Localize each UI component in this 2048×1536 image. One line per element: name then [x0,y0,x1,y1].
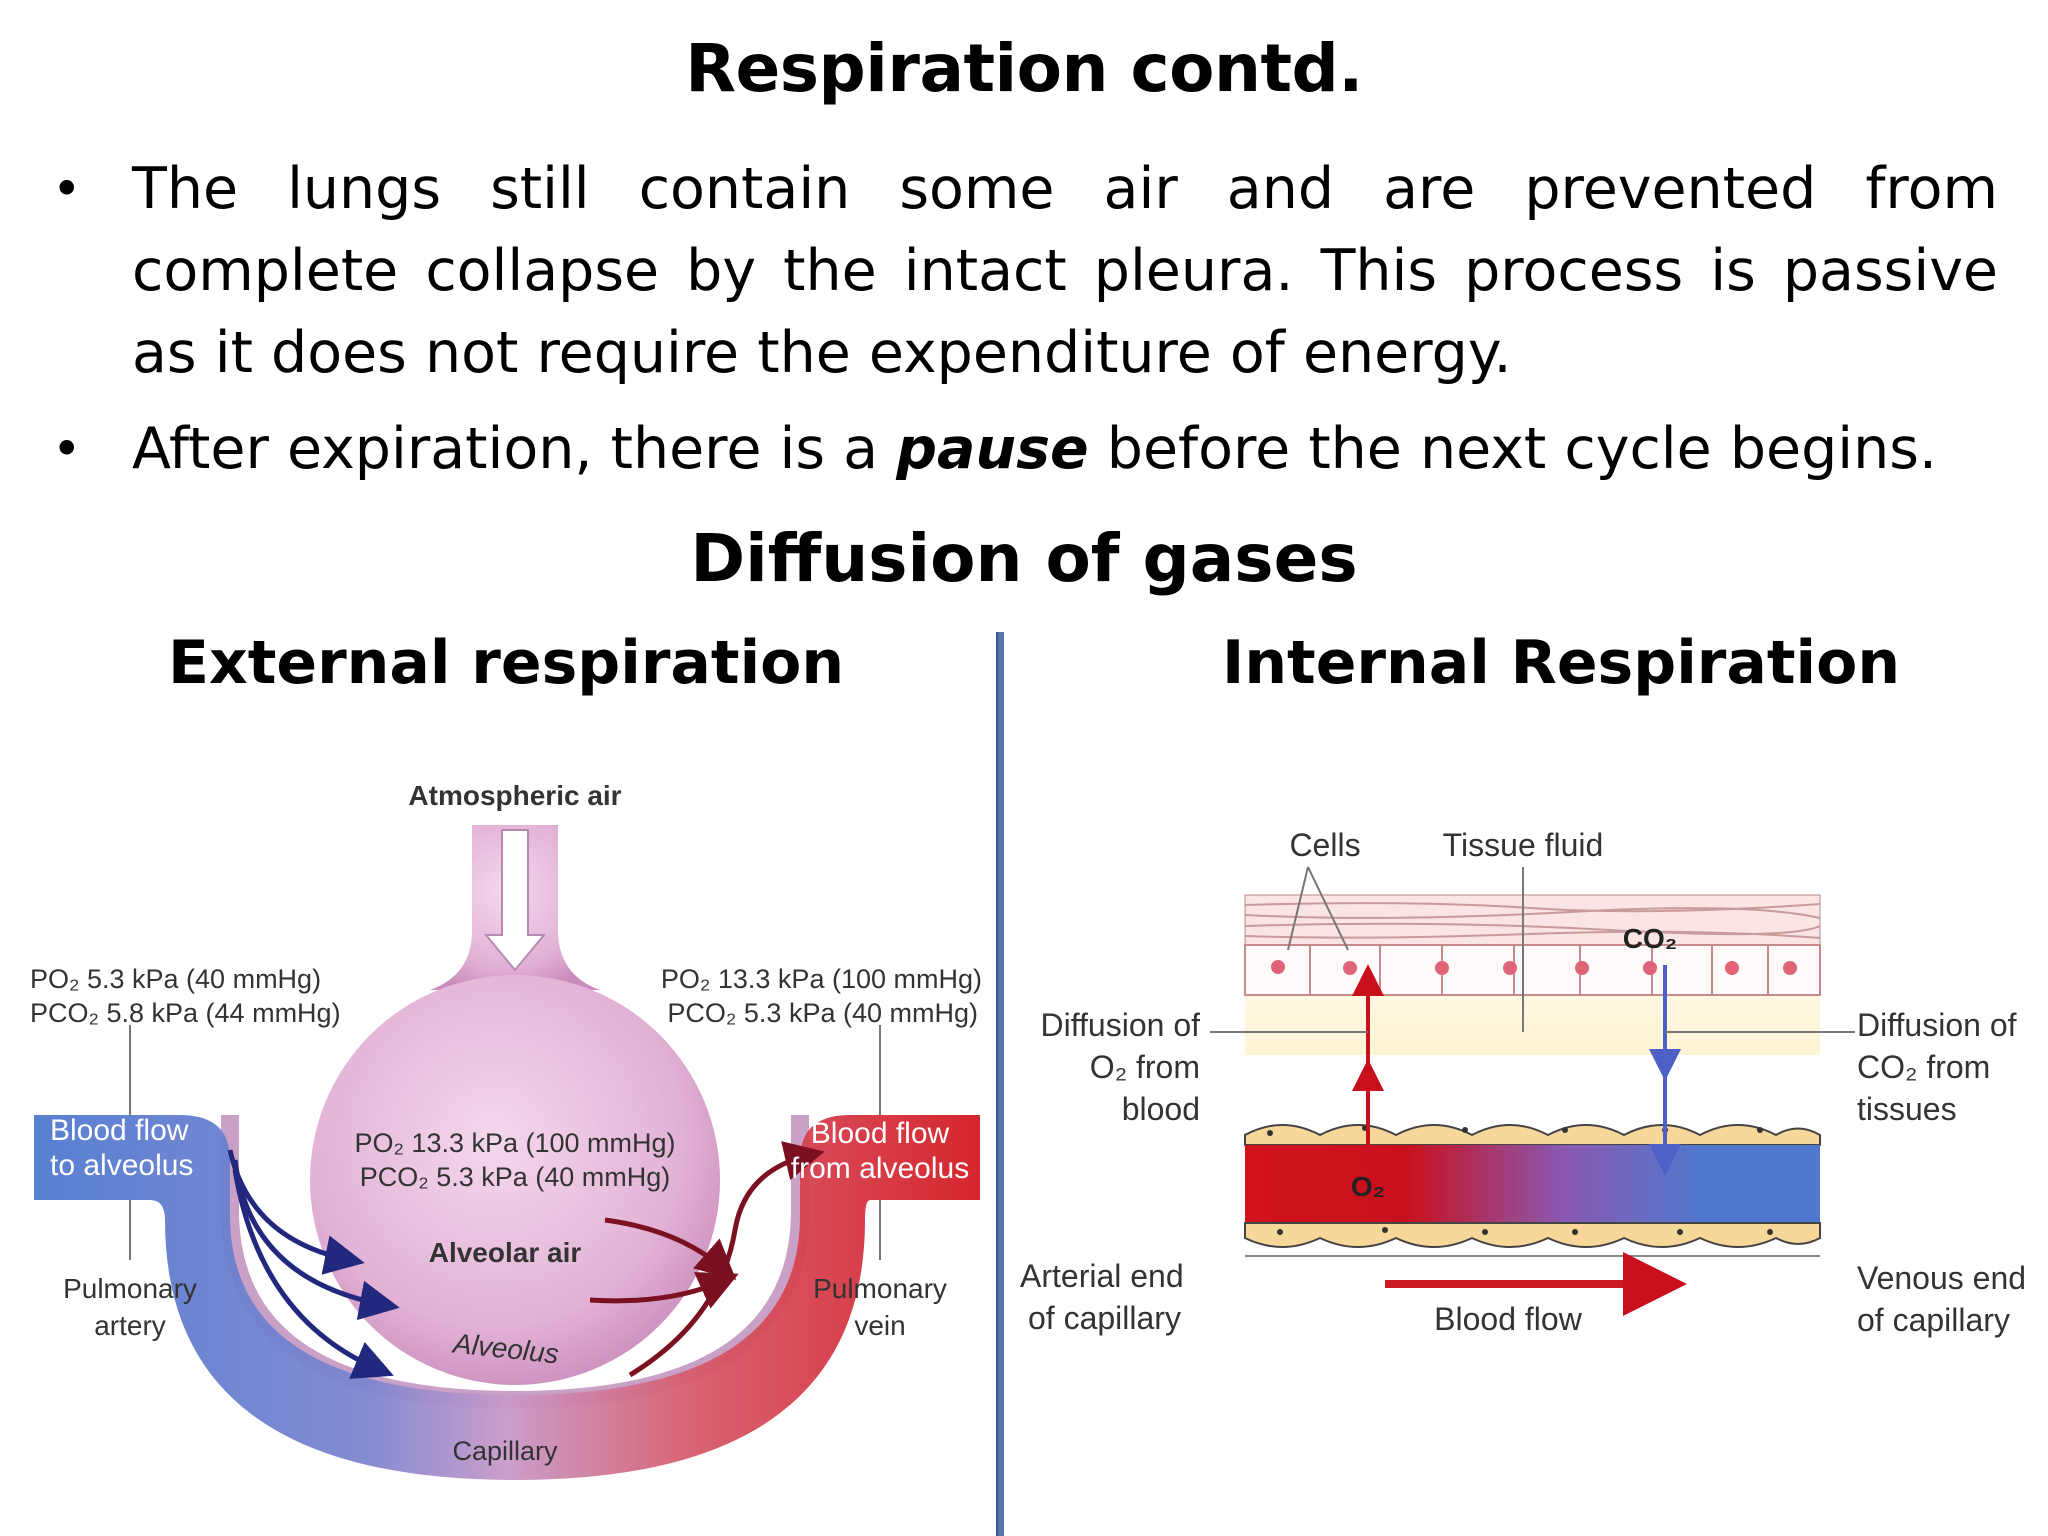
bullet-dot: • [52,420,82,478]
pulmonary-artery-label: Pulmonary [63,1273,197,1304]
o2-label: O₂ [1351,1171,1385,1202]
capillary-tube [34,1115,980,1480]
blood-flow-from-label: Blood flow [811,1117,950,1150]
bullet-text-end: before the next cycle begins. [1088,416,1938,482]
bullet-dot: • [52,160,82,218]
arterial-end-label: of capillary [1028,1300,1181,1336]
endothelium-top [1244,1124,1821,1146]
section-title: Diffusion of gases [690,520,1358,597]
diffusion-co2-label: tissues [1857,1091,1957,1127]
diffusion-co2-label: CO₂ from [1857,1049,1990,1085]
bullet-text: The lungs still contain some air and are… [132,156,1998,386]
tissue-fibers [1244,902,1821,939]
capillary-label: Capillary [452,1436,558,1466]
capillary-blood [1245,1145,1820,1223]
atmospheric-air-label: Atmospheric air [408,780,621,811]
pulmonary-vein-label: Pulmonary [813,1273,947,1304]
vein-pco2-label: PCO₂ 5.3 kPa (40 mmHg) [667,998,978,1028]
co2-label: CO₂ [1623,923,1677,954]
cells-label: Cells [1289,827,1360,863]
alveolar-air-label: Alveolar air [429,1237,582,1268]
artery-po2-label: PO₂ 5.3 kPa (40 mmHg) [30,964,321,994]
blood-flow-from-label: from alveolus [791,1152,969,1185]
bullet-emphasis: pause [896,416,1089,482]
bullet-item: • After expiration, there is a pause befo… [48,408,1998,490]
blood-flow-arrow [232,1169,394,1379]
external-respiration-diagram: Atmospheric air PO₂ 5.3 kPa (40 mmHg) PC… [30,780,982,1480]
pulmonary-vein-label: vein [854,1310,905,1341]
diffusion-co2-label: Diffusion of [1857,1007,2017,1043]
arterial-end-label: Arterial end [1020,1258,1184,1294]
blood-flow-to-label: to alveolus [50,1149,193,1182]
artery-pco2-label: PCO₂ 5.8 kPa (44 mmHg) [30,998,341,1028]
diffusion-o2-label: O₂ from [1090,1049,1200,1085]
diffusion-o2-label: blood [1122,1091,1200,1127]
leader-line [1307,866,1349,951]
co2-exit-arrow [589,1272,739,1309]
diffusion-o2-label: Diffusion of [1041,1007,1201,1043]
blood-flow-arrow [628,1141,825,1378]
bullet-list: • The lungs still contain some air and ar… [48,148,1998,504]
blood-flow-to-label: Blood flow [50,1114,189,1147]
atmospheric-air-arrow [483,829,547,972]
internal-respiration-heading: Internal Respiration [1222,628,1901,698]
pulmonary-artery-label: artery [94,1310,166,1341]
venous-end-label: Venous end [1857,1260,2026,1296]
alveolus-pco2-label: PCO₂ 5.3 kPa (40 mmHg) [360,1162,671,1192]
vein-po2-label: PO₂ 13.3 kPa (100 mmHg) [661,964,982,994]
bullet-item: • The lungs still contain some air and ar… [48,148,1998,394]
blood-flow-label: Blood flow [1434,1301,1583,1337]
internal-respiration-diagram: Cells Tissue fluid CO₂ O₂ Diffusion of O… [1020,827,2026,1338]
external-respiration-heading: External respiration [168,628,845,698]
bullet-text: After expiration, there is a [132,416,897,482]
co2-exit-arrow [604,1217,737,1280]
slide-title: Respiration contd. [685,30,1363,107]
column-divider [996,632,1004,1536]
venous-end-label: of capillary [1857,1302,2010,1338]
tissue-fluid-label: Tissue fluid [1443,827,1604,863]
endothelium-bottom [1244,1222,1821,1248]
alveolus [310,975,720,1385]
alveolus-po2-label: PO₂ 13.3 kPa (100 mmHg) [354,1128,675,1158]
leader-line [1287,866,1309,951]
